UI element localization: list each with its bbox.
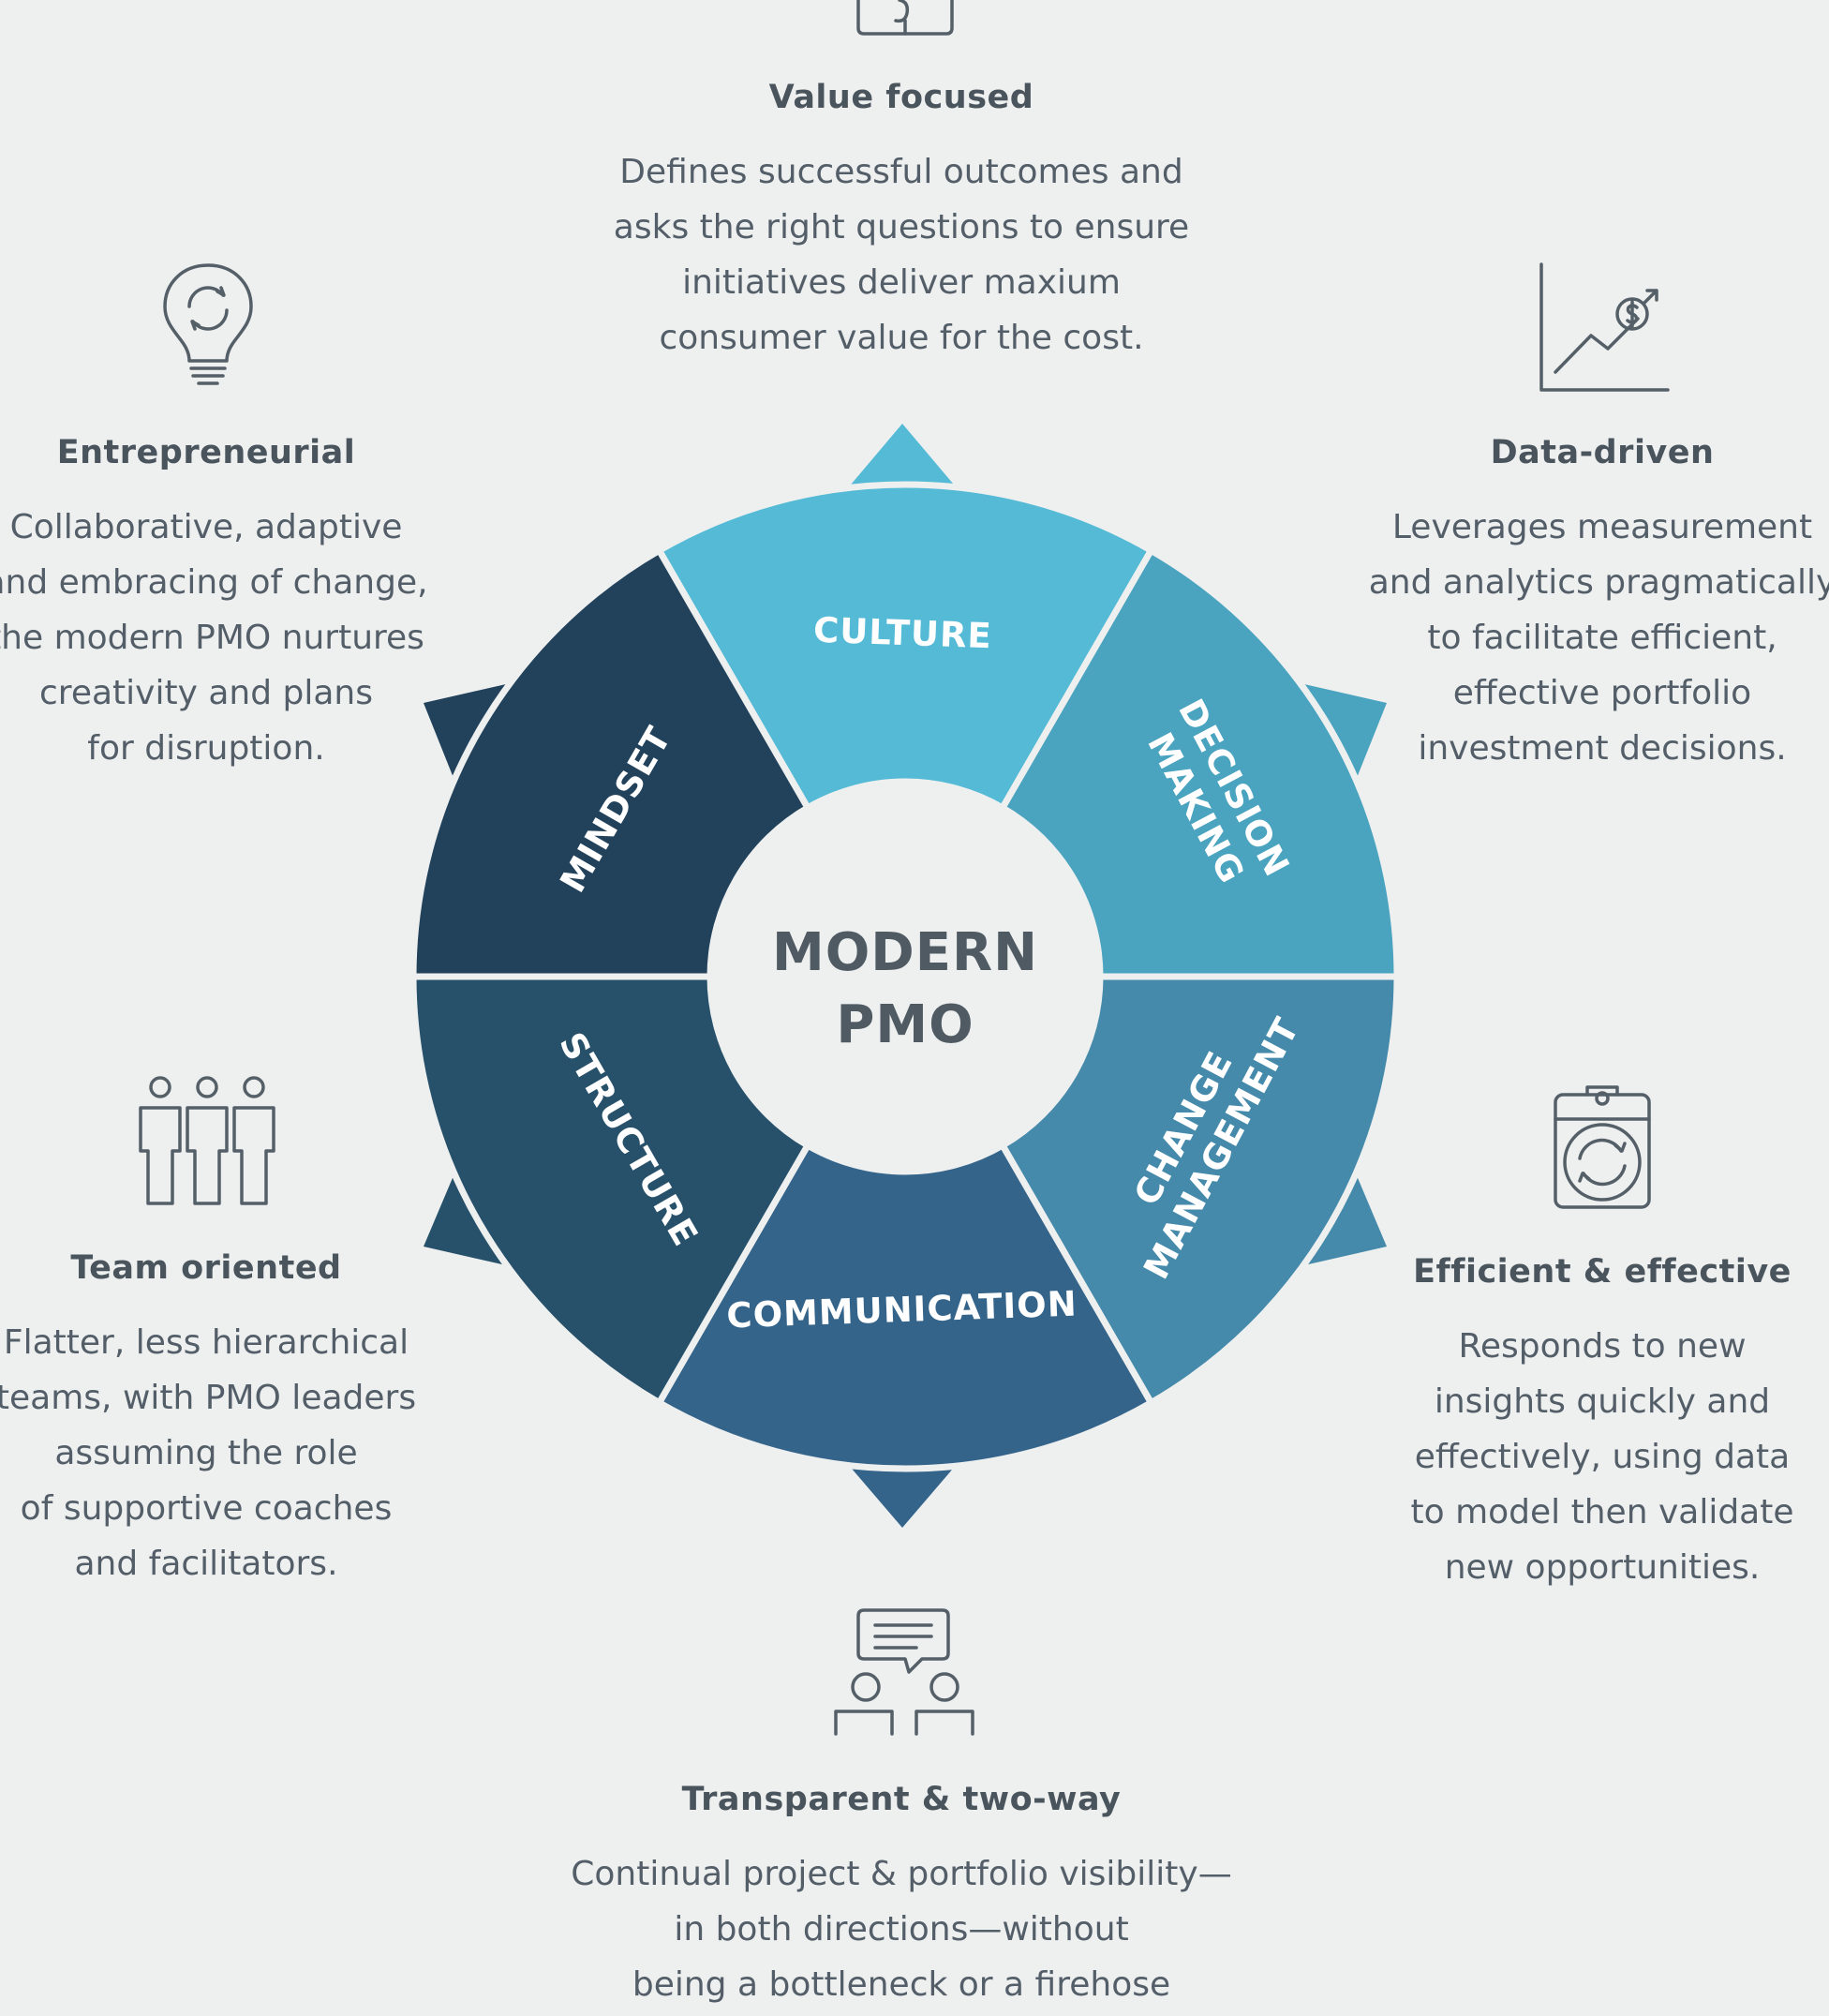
value-focused-block: Value focused Defines successful outcome… (525, 79, 1278, 366)
data-driven-text: Leverages measurement and analytics prag… (1368, 508, 1829, 768)
wheel-segments (409, 424, 1401, 1528)
segment-label-culture: CULTURE (812, 610, 992, 657)
center-title-line2: PMO (836, 994, 974, 1055)
entrepreneurial-block: Entrepreneurial Collaborative, adaptive … (0, 434, 468, 776)
entrepreneurial-text: Collaborative, adaptive and embracing of… (0, 508, 428, 768)
team-oriented-title: Team oriented (70, 1249, 342, 1287)
center-title-line1: MODERN (772, 922, 1038, 983)
discussion-icon (832, 1606, 978, 1738)
team-oriented-text: Flatter, less hierarchical teams, with P… (0, 1323, 417, 1583)
growth-chart-icon (1537, 262, 1673, 394)
efficient-effective-text: Responds to new insights quickly and eff… (1410, 1327, 1794, 1587)
value-focused-text: Defines successful outcomes and asks the… (613, 153, 1190, 357)
team-oriented-block: Team oriented Flatter, less hierarchical… (0, 1249, 468, 1591)
presentation-icon (855, 0, 958, 39)
transparent-text: Continual project & portfolio visibility… (571, 1855, 1232, 2004)
transparent-block: Transparent & two-way Continual project … (525, 1781, 1278, 2012)
center-circle (708, 780, 1102, 1173)
clipboard-cycle-icon (1552, 1078, 1653, 1211)
data-driven-title: Data-driven (1490, 434, 1715, 471)
spike-communication (846, 1462, 959, 1528)
spike-culture (846, 424, 959, 490)
spike-decision (1304, 684, 1387, 787)
entrepreneurial-title: Entrepreneurial (56, 434, 356, 471)
transparent-title: Transparent & two-way (681, 1781, 1122, 1818)
spike-mindset (424, 684, 506, 787)
efficient-effective-title: Efficient & effective (1413, 1253, 1792, 1291)
efficient-effective-block: Efficient & effective Responds to new in… (1338, 1253, 1829, 1595)
lightbulb-icon (161, 261, 255, 393)
spike-structure (424, 1167, 506, 1265)
value-focused-title: Value focused (768, 79, 1034, 116)
team-icon (137, 1076, 277, 1207)
spike-change (1304, 1167, 1387, 1265)
data-driven-block: Data-driven Leverages measurement and an… (1331, 434, 1829, 776)
